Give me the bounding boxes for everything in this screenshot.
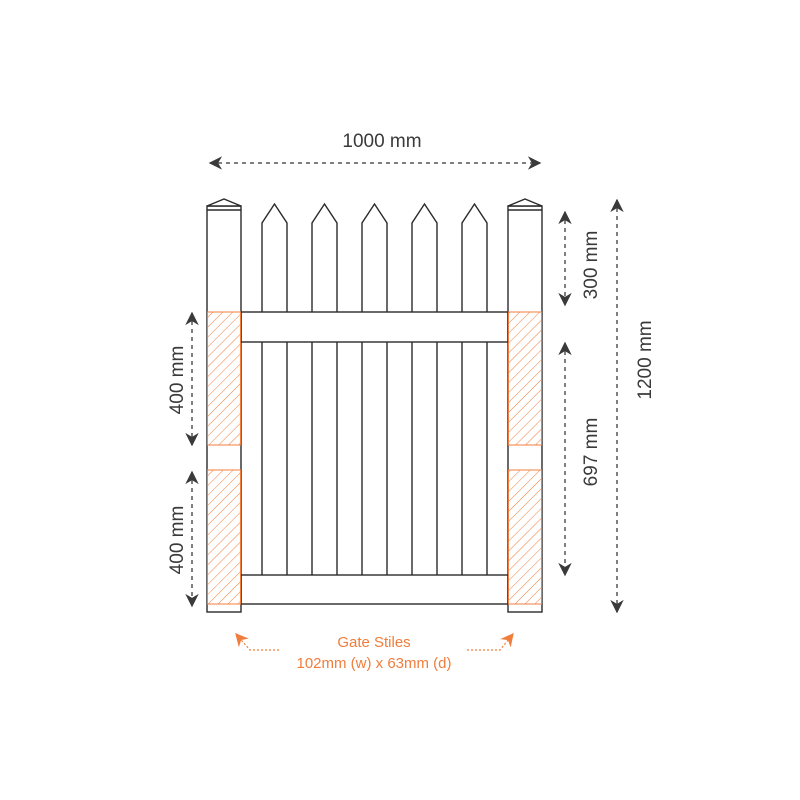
top-section-label: 300 mm — [581, 231, 602, 300]
left-stile — [206, 198, 242, 613]
picket — [311, 202, 338, 604]
picket — [461, 202, 488, 604]
top-rail — [240, 311, 509, 343]
right-callout-arrow — [467, 632, 514, 651]
picket — [411, 202, 438, 604]
total-height-label: 1200 mm — [635, 320, 656, 399]
hatch-upper-label: 400 mm — [167, 346, 188, 415]
picket — [361, 202, 388, 604]
right-stile — [507, 198, 543, 613]
bottom-rail — [240, 574, 509, 605]
picket — [261, 202, 288, 604]
left-callout-arrow — [235, 633, 279, 651]
width-label: 1000 mm — [342, 131, 421, 152]
hatch-lower-label: 400 mm — [167, 506, 188, 575]
annotation-title: Gate Stiles — [337, 634, 410, 651]
pickets — [261, 202, 488, 604]
lower-section-label: 697 mm — [581, 418, 602, 487]
annotation-detail: 102mm (w) x 63mm (d) — [296, 655, 451, 672]
